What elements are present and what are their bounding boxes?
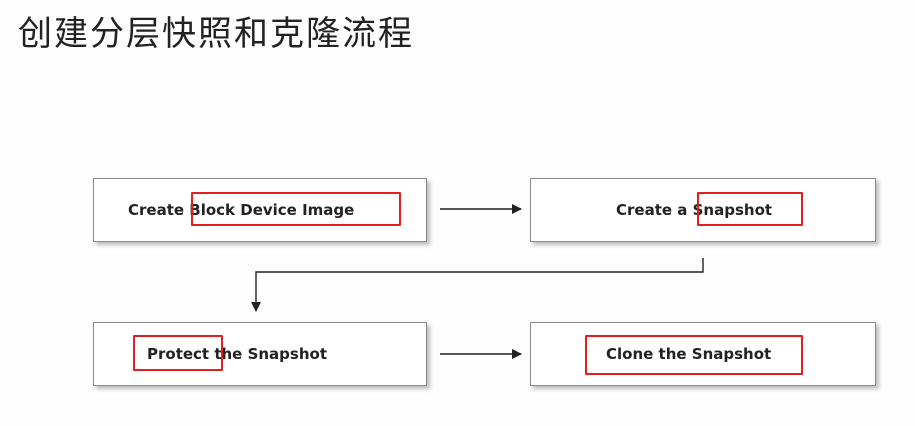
- flow-step-create-snapshot: Create a Snapshot: [530, 178, 876, 242]
- step-text-highlight: Protect: [147, 345, 210, 363]
- flow-step-label: Create a Snapshot: [616, 201, 772, 219]
- step-text-prefix: Create a: [616, 201, 693, 219]
- highlight-box: [191, 192, 401, 226]
- flow-step-clone-snapshot: Clone the Snapshot: [530, 322, 876, 386]
- flow-step-label: Create Block Device Image: [128, 201, 354, 219]
- flow-step-label: Clone the Snapshot: [606, 345, 771, 363]
- arrow-step2-to-step3: [251, 258, 704, 312]
- step-text-suffix: the Snapshot: [209, 345, 327, 363]
- slide-title: 创建分层快照和克隆流程: [18, 14, 414, 54]
- step-text-highlight: Snapshot: [692, 201, 773, 219]
- highlight-box: [585, 335, 803, 375]
- flow-step-create-image: Create Block Device Image: [93, 178, 427, 242]
- step-text-highlight: Block Device Image: [189, 201, 355, 219]
- highlight-box: [697, 192, 803, 226]
- flow-step-protect-snapshot: Protect the Snapshot: [93, 322, 427, 386]
- step-text-prefix: Create: [128, 201, 190, 219]
- highlight-box: [133, 335, 223, 371]
- step-text-highlight: Clone the Snapshot: [606, 345, 772, 363]
